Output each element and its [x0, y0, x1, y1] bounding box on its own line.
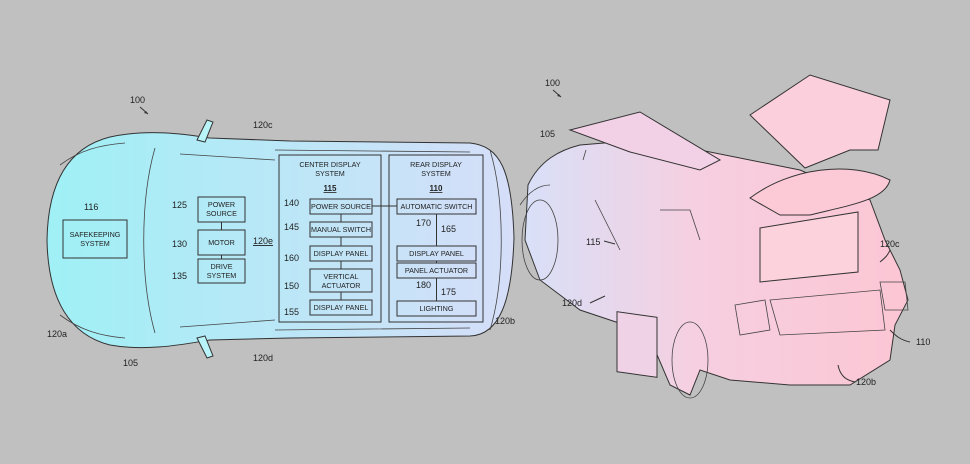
- ref-180: 180: [416, 280, 431, 290]
- ref-120a: 120a: [47, 329, 67, 339]
- side-mirror-top: [196, 119, 214, 143]
- ref-116: 116: [84, 202, 98, 212]
- vehicle-body-outline: [46, 132, 515, 349]
- center-display-panel: [616, 311, 658, 378]
- rear-display-panel: [759, 211, 859, 283]
- side-mirror-bottom: [196, 335, 214, 359]
- open-falcon-door: [749, 74, 891, 169]
- ref-115-persp: 115: [586, 237, 600, 247]
- ref-150: 150: [284, 281, 299, 291]
- ref-165: 165: [441, 224, 456, 234]
- block-label: LIGHTING: [420, 304, 454, 313]
- ref-135: 135: [172, 271, 187, 281]
- block-title: SYSTEM: [315, 169, 345, 178]
- block-title: REAR DISPLAY: [410, 160, 462, 169]
- block-label: SOURCE: [206, 209, 237, 218]
- block-label: POWER: [208, 200, 235, 209]
- ref-110-persp: 110: [916, 337, 930, 347]
- block-label: SYSTEM: [80, 239, 110, 248]
- ref-100: 100: [130, 95, 145, 105]
- ref-120b: 120b: [495, 316, 515, 326]
- block-label: MOTOR: [208, 238, 235, 247]
- safekeeping-system-block: 116 SAFEKEEPING SYSTEM: [62, 202, 128, 259]
- perspective-view-vehicle: 100 105 115 120d 120c 110 120b: [519, 74, 930, 399]
- ref-130: 130: [172, 239, 187, 249]
- block-label: POWER SOURCE: [311, 202, 371, 211]
- ref-170: 170: [416, 218, 431, 228]
- block-label: PANEL ACTUATOR: [405, 266, 468, 275]
- ref-120c-persp: 120c: [880, 239, 900, 249]
- ref-120d: 120d: [253, 353, 273, 363]
- ref-125: 125: [172, 200, 187, 210]
- block-title: CENTER DISPLAY: [299, 160, 361, 169]
- block-label: DISPLAY PANEL: [314, 249, 369, 258]
- ref-100-persp: 100: [545, 78, 560, 88]
- block-label: SAFEKEEPING: [70, 230, 121, 239]
- block-label: MANUAL SWITCH: [311, 225, 371, 234]
- ref-120c: 120c: [253, 120, 273, 130]
- block-label: SYSTEM: [207, 271, 237, 280]
- ref-120b-persp: 120b: [856, 377, 876, 387]
- block-label: DISPLAY PANEL: [409, 249, 464, 258]
- ref-120e: 120e: [253, 236, 273, 246]
- ref-105-persp: 105: [540, 129, 555, 139]
- block-label: ACTUATOR: [322, 281, 361, 290]
- block-title: SYSTEM: [421, 169, 451, 178]
- ref-120d-persp: 120d: [562, 298, 582, 308]
- rear-display-system: REAR DISPLAY SYSTEM 110 AUTOMATIC SWITCH…: [388, 154, 484, 323]
- ref-140: 140: [284, 198, 299, 208]
- top-view-vehicle: 100 120c 120d 120a 120b 105 120e 116 SAF…: [46, 95, 515, 368]
- block-label: AUTOMATIC SWITCH: [400, 202, 472, 211]
- ref-105: 105: [123, 358, 138, 368]
- drivetrain-blocks: POWER SOURCE 125 MOTOR 130 DRIVE SYSTEM …: [172, 196, 246, 284]
- open-tailgate: [749, 168, 891, 216]
- ref-155: 155: [284, 307, 299, 317]
- block-label: DRIVE: [211, 262, 233, 271]
- block-label: VERTICAL: [323, 272, 358, 281]
- ref-175: 175: [441, 287, 456, 297]
- block-label: DISPLAY PANEL: [314, 303, 369, 312]
- ref-110: 110: [430, 184, 443, 193]
- ref-160: 160: [284, 253, 299, 263]
- ref-145: 145: [284, 222, 299, 232]
- center-display-system: CENTER DISPLAY SYSTEM 115 POWER SOURCE 1…: [278, 154, 382, 323]
- open-upper-door: [568, 111, 722, 171]
- ref-115: 115: [324, 184, 337, 193]
